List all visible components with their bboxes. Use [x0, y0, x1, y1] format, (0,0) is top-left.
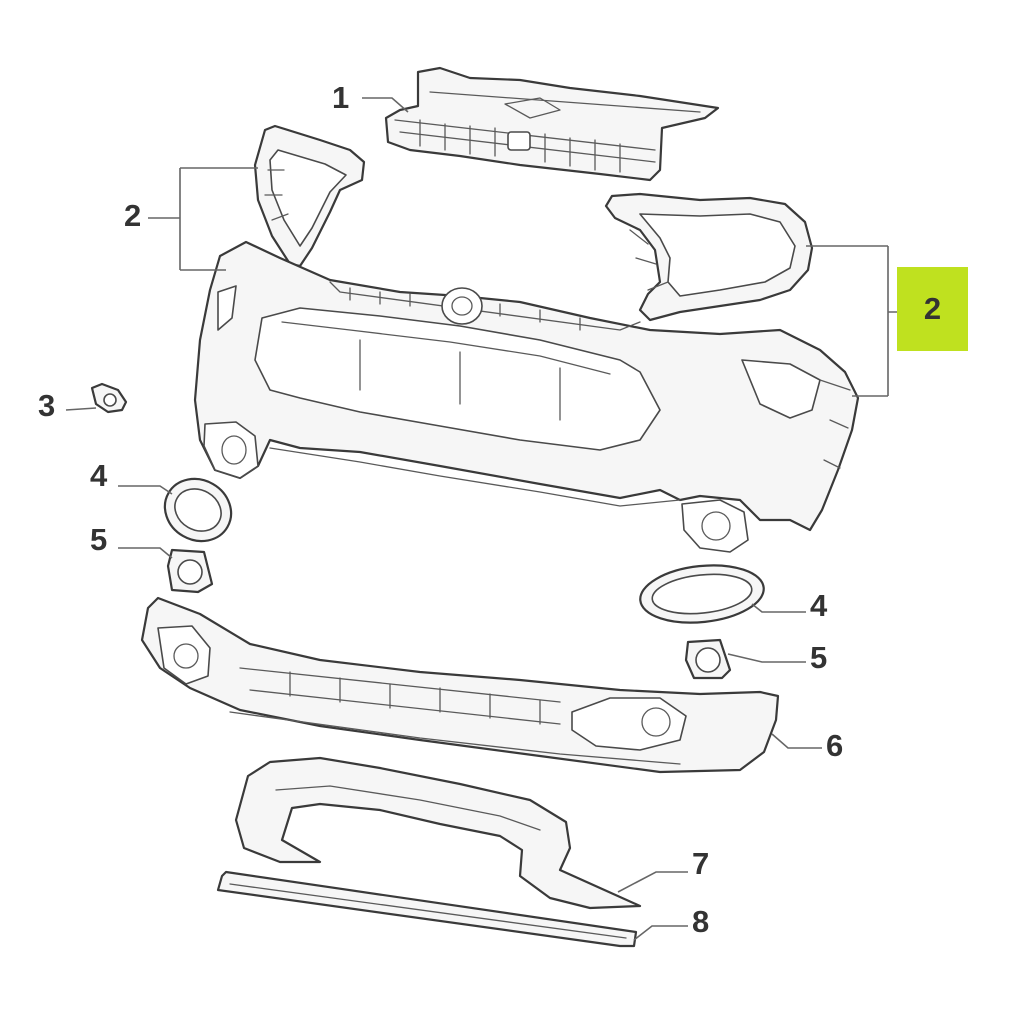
highlighted-callout-2[interactable]: 2: [897, 267, 968, 351]
part-2-right-headlamp-bracket[interactable]: [604, 192, 814, 322]
callout-5-right: 5: [810, 640, 827, 675]
part-1-upper-crossmember[interactable]: [384, 66, 720, 182]
callout-8: 8: [692, 904, 709, 939]
part-5-right-fog-lamp[interactable]: [684, 638, 732, 680]
part-3-clip[interactable]: [90, 382, 128, 414]
part-2-left-headlamp-bracket[interactable]: [253, 124, 366, 268]
callout-5-left: 5: [90, 522, 107, 557]
part-7-skid-plate[interactable]: [234, 756, 642, 910]
callout-2-left: 2: [124, 198, 141, 233]
part-4-right-fog-bezel[interactable]: [637, 560, 766, 629]
callout-1: 1: [332, 80, 349, 115]
callout-4-right: 4: [810, 588, 828, 623]
callout-6: 6: [826, 728, 843, 763]
bumper-cover[interactable]: [193, 240, 860, 553]
leader-lines: [65, 97, 897, 941]
part-5-left-fog-lamp[interactable]: [166, 548, 214, 594]
callout-4-left: 4: [90, 458, 108, 493]
part-4-left-fog-bezel[interactable]: [154, 467, 243, 553]
callout-7: 7: [692, 846, 709, 881]
highlighted-callout-label: 2: [923, 291, 942, 326]
part-6-lower-spoiler[interactable]: [140, 596, 780, 774]
callout-3: 3: [38, 388, 55, 423]
callout-labels: 1 2 3 4 5 4 5 6 7 8: [38, 80, 843, 939]
part-8-trim-strip[interactable]: [216, 870, 638, 948]
